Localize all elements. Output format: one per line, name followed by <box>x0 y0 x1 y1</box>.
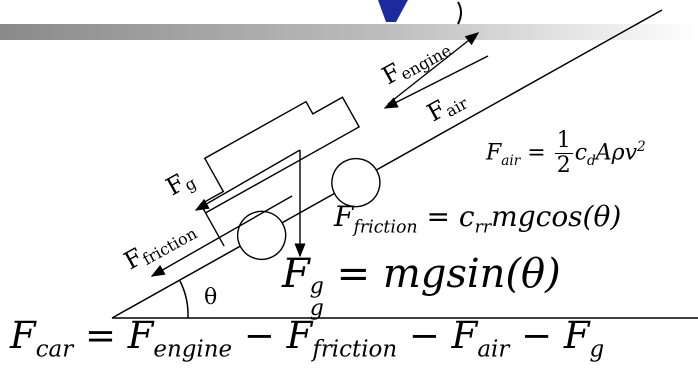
incline-line <box>111 9 663 319</box>
theta-label: θ <box>204 285 217 310</box>
gravity-component-arrow <box>194 149 301 211</box>
air-force-arrow <box>383 55 489 109</box>
equation-car-net-force: Fcar = Fengine − Ffriction − Fair − Fg <box>10 314 605 363</box>
header-glyph-fragment-2 <box>457 1 462 25</box>
theta-arc <box>179 280 189 319</box>
label-f-air: Fair <box>422 84 471 129</box>
friction-force-arrow <box>150 195 293 277</box>
rear-wheel <box>236 210 287 261</box>
label-f-g: Fg <box>161 164 199 203</box>
header-glyph-fragment <box>378 0 408 22</box>
front-wheel <box>331 157 381 208</box>
equation-friction: Ffriction = crrmgcos(θ) <box>334 200 622 238</box>
engine-force-arrow <box>387 32 480 105</box>
header-band <box>0 24 698 40</box>
car <box>199 96 381 261</box>
label-f-friction: Ffriction <box>119 214 200 277</box>
